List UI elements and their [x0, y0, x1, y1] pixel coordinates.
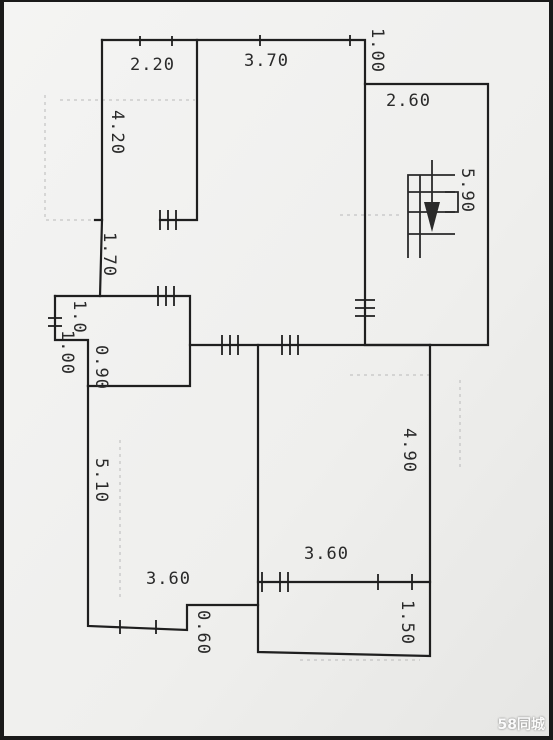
bleed-through-lines [44, 95, 461, 661]
dim-3-60-left: 3.60 [146, 569, 191, 589]
dim-4-20: 4.20 [107, 110, 127, 155]
dim-1-00-left-a: 1.0 [69, 300, 89, 334]
dim-4-90: 4.90 [399, 428, 419, 473]
watermark-logo: 58同城 [497, 717, 545, 733]
dim-2-20: 2.20 [130, 55, 175, 75]
dim-0-90: 0.90 [91, 345, 111, 390]
dim-0-60: 0.60 [193, 610, 213, 655]
dim-1-70: 1.70 [99, 232, 119, 277]
dim-5-90: 5.90 [457, 168, 477, 213]
dim-2-60: 2.60 [386, 91, 431, 111]
dim-1-50: 1.50 [397, 600, 417, 645]
staircase [407, 160, 459, 258]
dimension-labels: 2.20 3.70 1.00 2.60 4.20 5.90 1.70 1.0 1… [57, 28, 477, 655]
dimension-ticks [48, 35, 413, 634]
dim-3-70: 3.70 [244, 51, 289, 71]
paper-sheet [4, 2, 549, 736]
dim-1-00-top: 1.00 [367, 28, 387, 73]
dim-5-10: 5.10 [91, 458, 111, 503]
dim-3-60-right: 3.60 [304, 544, 349, 564]
walls [53, 38, 490, 658]
dim-1-00-left-b: 1.00 [57, 330, 77, 375]
down-arrow-icon [424, 160, 440, 232]
